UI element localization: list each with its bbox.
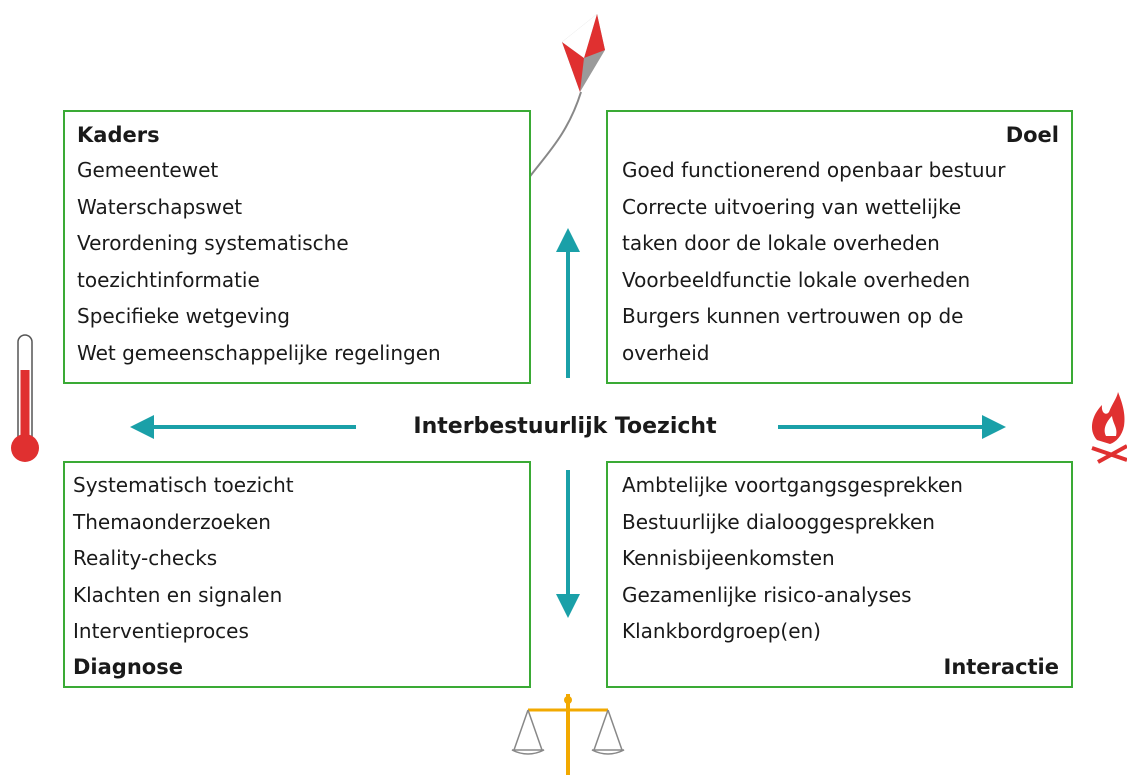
interactie-item: Ambtelijke voortgangsgesprekken (622, 473, 963, 497)
diagnose-box: Systematisch toezicht Themaonderzoeken R… (63, 461, 531, 688)
diagnose-item: Systematisch toezicht (73, 473, 294, 497)
doel-item: Voorbeeldfunctie lokale overheden (622, 267, 971, 292)
center-label: Interbestuurlijk Toezicht (413, 414, 717, 439)
doel-item: overheid (622, 340, 710, 365)
kaders-item: Specifieke wetgeving (77, 304, 290, 328)
diagnose-item: Interventieproces (73, 619, 249, 643)
interactie-item: Klankbordgroep(en) (622, 619, 821, 643)
kaders-item: Verordening systematische (77, 231, 349, 255)
interactie-title: Interactie (943, 654, 1060, 679)
kaders-item: toezichtinformatie (77, 267, 260, 292)
doel-item: Burgers kunnen vertrouwen op de (622, 304, 964, 328)
kaders-item: Wet gemeenschappelijke regelingen (77, 340, 441, 365)
diagnose-title: Diagnose (73, 654, 183, 679)
interactie-item: Gezamenlijke risico-analyses (622, 582, 912, 607)
kaders-item: Waterschapswet (77, 194, 243, 219)
diagnose-item: Reality-checks (73, 546, 218, 570)
doel-item: Correcte uitvoering van wettelijke (622, 194, 962, 219)
kaders-box: Kaders Gemeentewet Waterschapswet Verord… (63, 110, 531, 384)
doel-box: Doel Goed functionerend openbaar bestuur… (606, 110, 1073, 384)
interactie-box: Ambtelijke voortgangsgesprekken Bestuurl… (606, 461, 1073, 688)
fire-icon (1091, 392, 1127, 464)
doel-item: Goed functionerend openbaar bestuur (622, 158, 1006, 182)
diagnose-item: Themaonderzoeken (73, 509, 271, 534)
interactie-item: Kennisbijeenkomsten (622, 546, 835, 570)
kaders-item: Gemeentewet (77, 158, 219, 182)
doel-item: taken door de lokale overheden (622, 231, 940, 255)
thermometer-icon (11, 334, 39, 462)
kaders-title: Kaders (77, 123, 160, 147)
doel-title: Doel (1005, 123, 1059, 147)
scale-icon (511, 694, 625, 775)
interactie-item: Bestuurlijke dialooggesprekken (622, 509, 935, 534)
diagnose-item: Klachten en signalen (73, 582, 283, 607)
